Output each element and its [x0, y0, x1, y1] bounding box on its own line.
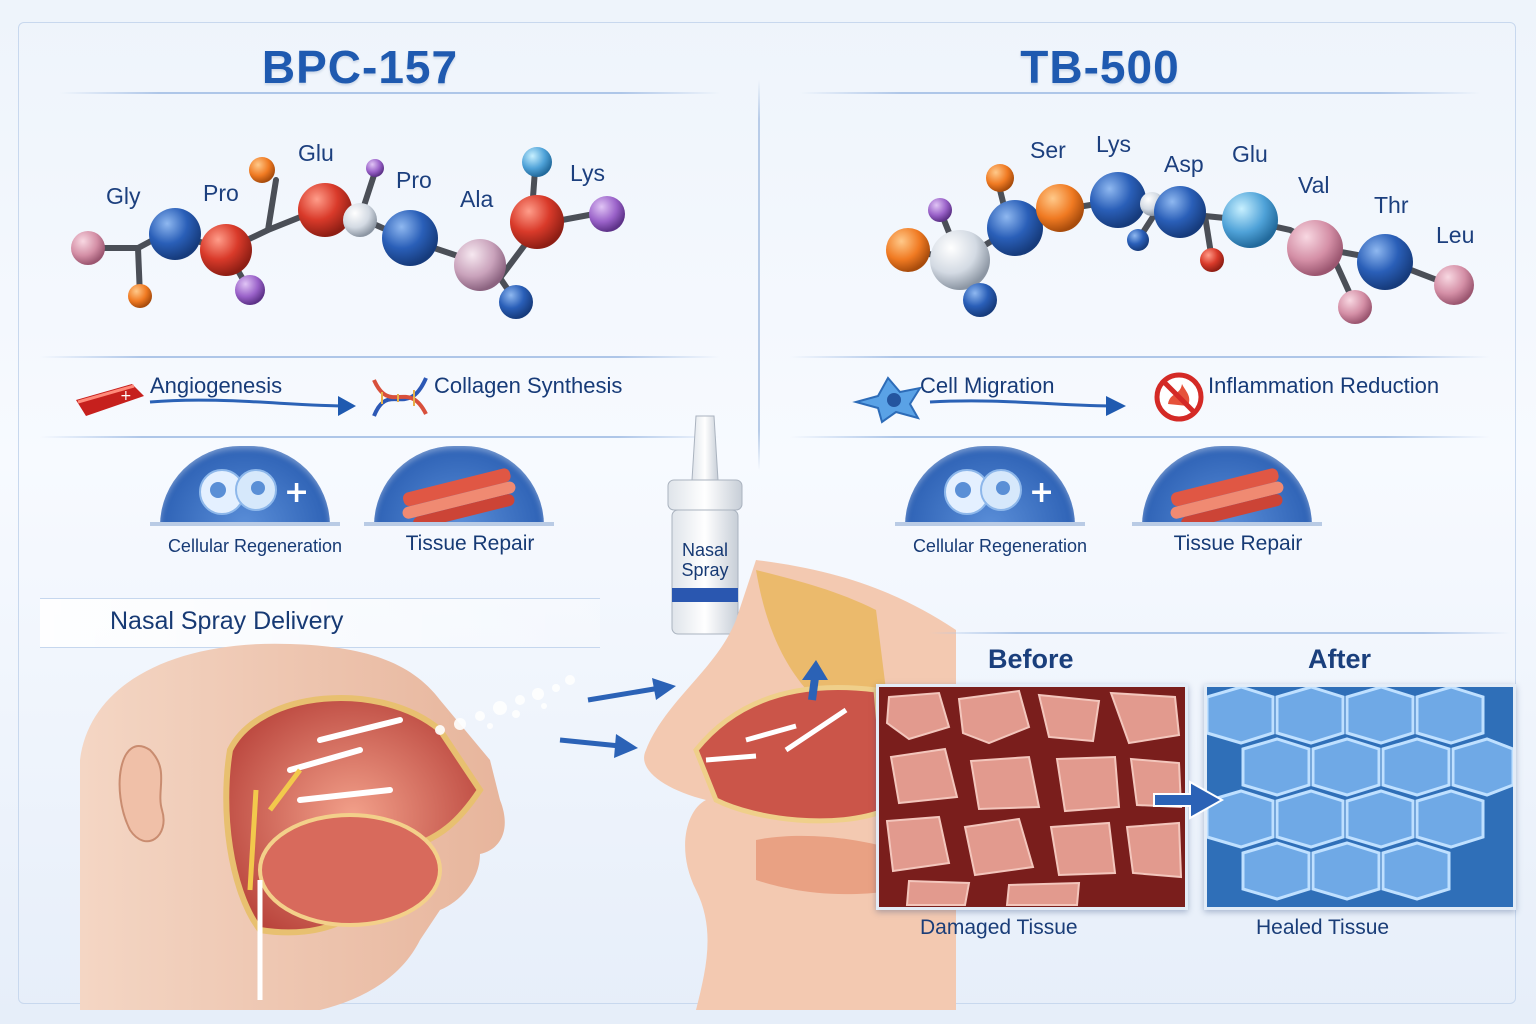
bpc-mech-rule-top [40, 356, 720, 358]
tb500-molecule [886, 164, 1474, 324]
aa-lys: Lys [570, 160, 605, 186]
svg-text:+: + [284, 475, 309, 510]
aa-thr: Thr [1374, 192, 1409, 218]
aa-asp: Asp [1164, 151, 1204, 177]
aa-gly: Gly [106, 183, 141, 209]
bottle-label-line1: Nasal [681, 540, 729, 560]
spray-mist [435, 675, 676, 758]
mech-angiogenesis: Angiogenesis [150, 373, 283, 398]
aa-glu: Glu [298, 140, 334, 166]
muscle-fiber-icon [402, 468, 516, 526]
dome-base-3 [895, 522, 1085, 526]
delivery-title: Nasal Spray Delivery [110, 607, 344, 635]
dome-base [150, 522, 340, 526]
tb-mech-rule-bottom [790, 436, 1490, 438]
cell-migration-arrow [929, 396, 1126, 416]
aa-ser: Ser [1030, 137, 1066, 163]
bottle-label: Nasal Spray [672, 540, 738, 580]
bpc-title-rule [60, 92, 720, 94]
svg-text:+: + [1029, 475, 1054, 510]
dome-base-4 [1132, 522, 1322, 526]
cell-icon [852, 376, 923, 424]
cells-plus-icon: + [199, 469, 309, 515]
head-cross-section [80, 643, 505, 1010]
dna-helix-icon [372, 377, 428, 417]
blood-vessel-icon: + [76, 384, 144, 416]
tb500-title: TB-500 [1020, 41, 1180, 93]
no-inflammation-icon [1154, 372, 1204, 422]
healed-tissue-caption: Healed Tissue [1256, 916, 1390, 939]
damaged-tissue-caption: Damaged Tissue [920, 916, 1078, 939]
angiogenesis-arrow [149, 396, 356, 416]
mech-cell-migration: Cell Migration [920, 373, 1055, 398]
bpc157-title: BPC-157 [261, 41, 459, 93]
muscle-fiber-icon-2 [1170, 468, 1284, 526]
aa-val: Val [1298, 172, 1330, 198]
arrow-right-icon [1153, 780, 1225, 820]
damaged-tissue-image [876, 684, 1188, 910]
dome-base-2 [364, 522, 554, 526]
tb-mech-rule-top [790, 356, 1490, 358]
nasal-spray-bottle [667, 415, 743, 635]
mech-inflammation: Inflammation Reduction [1208, 373, 1440, 398]
column-divider [758, 80, 760, 470]
aa-leu: Leu [1436, 222, 1475, 248]
bpc157-molecule [71, 147, 625, 319]
healed-tissue-image [1204, 684, 1516, 910]
aa-pro: Pro [203, 180, 239, 206]
bpc-mech-rule-bottom [40, 436, 720, 438]
tb-title-rule [800, 92, 1480, 94]
cells-plus-icon-2: + [944, 469, 1054, 515]
bpc-benefit-repair: Tissue Repair [405, 532, 535, 555]
bpc-benefit-regeneration: Cellular Regeneration [167, 536, 343, 556]
tb-benefit-repair: Tissue Repair [1173, 532, 1303, 555]
aa-glu-tb: Glu [1232, 141, 1268, 167]
aa-pro-2: Pro [396, 167, 432, 193]
svg-text:+: + [120, 388, 132, 404]
after-label: After [1308, 644, 1372, 674]
bottle-label-line2: Spray [681, 560, 729, 580]
aa-ala: Ala [460, 186, 494, 212]
before-label: Before [988, 644, 1074, 674]
comparison-rule [930, 632, 1510, 634]
tb-benefit-regeneration: Cellular Regeneration [912, 536, 1088, 556]
mech-collagen: Collagen Synthesis [434, 373, 623, 398]
aa-lys-tb: Lys [1096, 131, 1131, 157]
